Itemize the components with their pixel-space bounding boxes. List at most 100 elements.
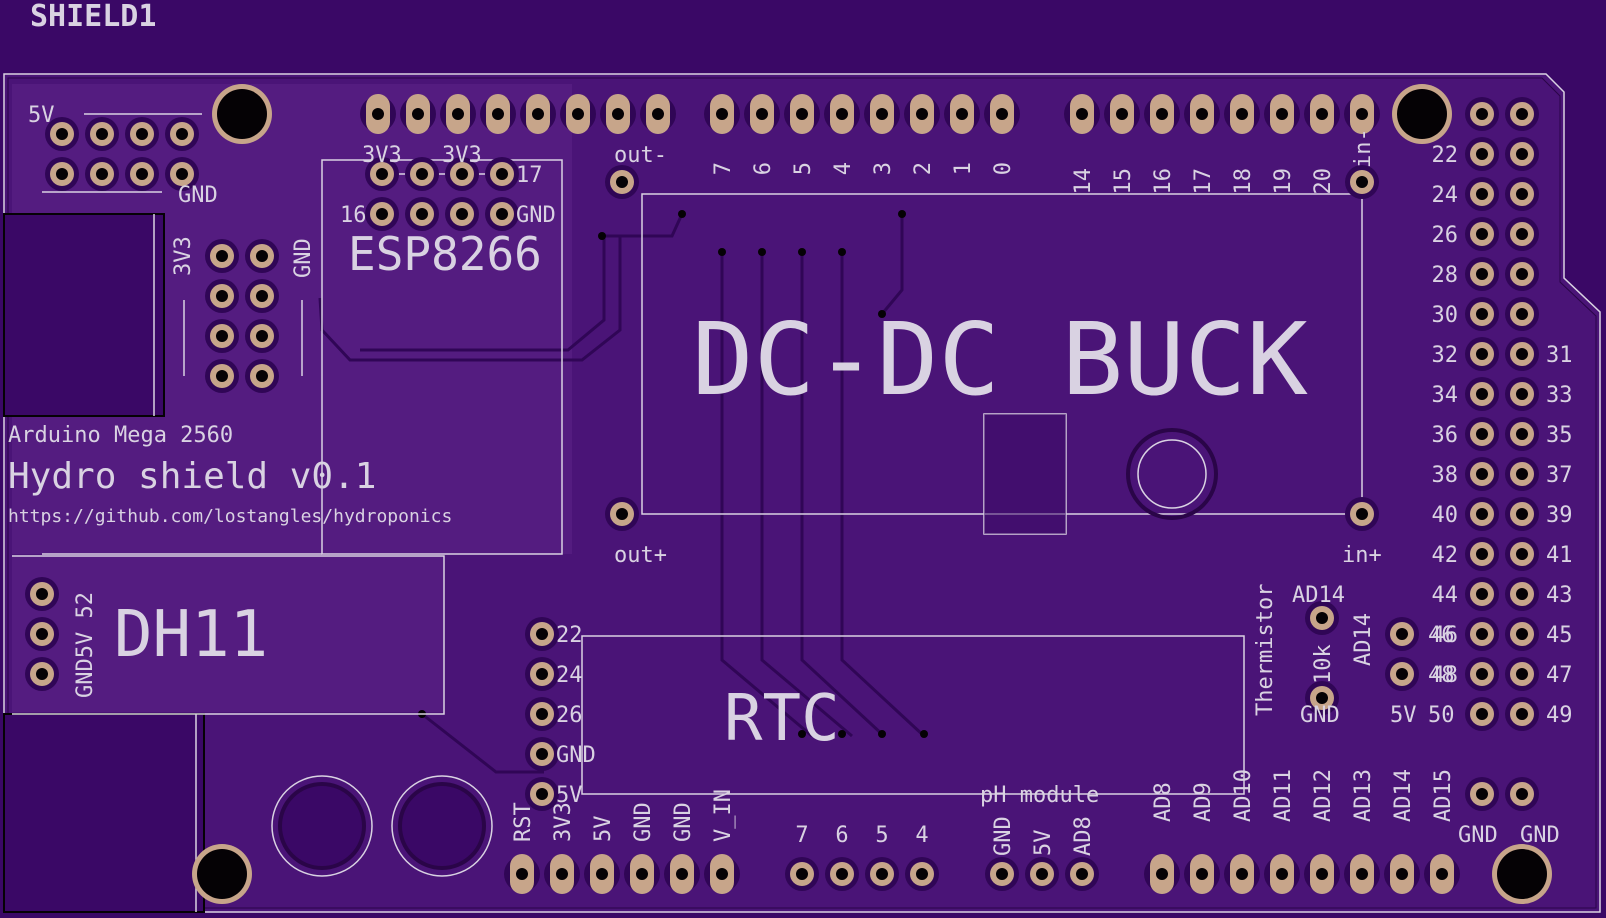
analog-pin-pad-AD15 (1424, 854, 1460, 894)
dht-pad-1 (25, 617, 59, 651)
mega-pin-label-37: 37 (1546, 463, 1573, 488)
rtc-pin-label-22: 22 (556, 623, 583, 648)
mega-header-pad-right-8 (1505, 417, 1539, 451)
mega-header-pad-left-0 (1465, 97, 1499, 131)
mega-header-pad-right-7 (1505, 377, 1539, 411)
mega-header-pad-right-5 (1505, 297, 1539, 331)
analog-pin-pad-AD10 (1224, 854, 1260, 894)
top-header-a-pad-2 (440, 94, 476, 134)
power-header-5v-label: 5V (28, 103, 55, 128)
mega-header-pad-left-3 (1465, 217, 1499, 251)
mega-header-pad-right-13 (1505, 617, 1539, 651)
analog-pin-label-AD15: AD15 (1431, 769, 1456, 822)
buck-inductor-body (984, 414, 1066, 534)
digital-pin-label-5: 5 (791, 162, 816, 175)
top-header-a-pad-6 (600, 94, 636, 134)
mega-header-pad-right-16 (1505, 777, 1539, 811)
power-pin-label-0: RST (511, 802, 536, 842)
comm-pin-pad-17 (1184, 94, 1220, 134)
shield-label: Hydro shield v0.1 (8, 456, 376, 497)
esp-pin-17: 17 (516, 163, 543, 188)
esp-side-pad-left-1 (205, 279, 239, 313)
comm-pin-pad-14 (1064, 94, 1100, 134)
esp-pad-top-0 (365, 157, 399, 191)
mega-header-pad-left-10 (1465, 497, 1499, 531)
buck-potentiometer-body (1126, 428, 1218, 520)
esp-side-pad-right-3 (245, 359, 279, 393)
aux-pin-48-label: 48 (1428, 663, 1455, 688)
dht-pad-2 (25, 657, 59, 691)
bottom-digital-label-5: 5 (875, 823, 888, 848)
comm-pin-pad-15 (1104, 94, 1140, 134)
digital-pin-pad-5 (784, 94, 820, 134)
comm-pin-pad-19 (1264, 94, 1300, 134)
comm-pin-pad-20 (1304, 94, 1340, 134)
mega-header-pad-left-14 (1465, 657, 1499, 691)
comm-pin-label-14: 14 (1071, 168, 1096, 195)
digital-pin-pad-3 (864, 94, 900, 134)
analog-pin-label-AD12: AD12 (1311, 769, 1336, 822)
esp-side-gnd: GND (291, 238, 316, 278)
analog-pin-pad-AD14 (1384, 854, 1420, 894)
mega-header-pad-left-5 (1465, 297, 1499, 331)
buck-out-minus-pad (605, 165, 639, 199)
bottom-digital-pad-7 (785, 857, 819, 891)
aux-pad-48 (1385, 657, 1419, 691)
digital-pin-label-1: 1 (951, 162, 976, 175)
esp-pad-top-1 (405, 157, 439, 191)
esp-pin-16: 16 (340, 203, 367, 228)
rtc-pad-26 (525, 697, 559, 731)
power-pin-label-3: GND (631, 802, 656, 842)
esp-pin-3v3-b: 3V3 (442, 143, 482, 168)
ph-title: pH module (980, 783, 1099, 808)
top-header-a-pad-3 (480, 94, 516, 134)
trace-vias (418, 210, 928, 738)
mega-header-pad-left-8 (1465, 417, 1499, 451)
esp-pad-bottom-1 (405, 197, 439, 231)
analog-pin-label-AD14: AD14 (1391, 769, 1416, 822)
mega-header-pad-right-9 (1505, 457, 1539, 491)
power-header-pad-bottom-0 (45, 157, 79, 191)
digital-pin-label-6: 6 (751, 162, 776, 175)
comm-pin-label-17: 17 (1191, 168, 1216, 195)
esp-side-pad-left-2 (205, 319, 239, 353)
comm-pin-label-15: 15 (1111, 168, 1136, 195)
rtc-pin-label-5V: 5V (556, 783, 583, 808)
rtc-pin-label-26: 26 (556, 703, 583, 728)
esp-pad-top-2 (445, 157, 479, 191)
rtc-pin-label-GND: GND (556, 743, 596, 768)
board-title: SHIELD1 (30, 0, 156, 34)
mega-pin-label-42: 42 (1432, 543, 1459, 568)
power-header-pad-bottom-2 (125, 157, 159, 191)
esp-side-pad-left-3 (205, 359, 239, 393)
mega-header-pad-right-10 (1505, 497, 1539, 531)
rtc-pad-24 (525, 657, 559, 691)
mega-header-pad-right-2 (1505, 177, 1539, 211)
aux-pin-46-label: 46 (1428, 623, 1455, 648)
power-header-pad-bottom-3 (165, 157, 199, 191)
top-header-a-pad-7 (640, 94, 676, 134)
aux-pin-5v-label: 5V (1390, 703, 1417, 728)
mega-header-pad-left-6 (1465, 337, 1499, 371)
digital-pin-pad-7 (704, 94, 740, 134)
power-header-gnd-label: GND (178, 183, 218, 208)
digital-pin-pad-2 (904, 94, 940, 134)
power-header-pad-top-3 (165, 117, 199, 151)
mega-pin-label-44: 44 (1432, 583, 1459, 608)
power-pin-label-5: V_IN (711, 789, 736, 842)
power-pin-pad-1 (544, 854, 580, 894)
power-cap-2 (398, 782, 486, 870)
mega-pin-label-33: 33 (1546, 383, 1573, 408)
buck-out-plus: out+ (614, 543, 667, 568)
buck-out-plus-pad (605, 497, 639, 531)
mega-pin-label-38: 38 (1432, 463, 1459, 488)
esp-pin-3v3-a: 3V3 (362, 143, 402, 168)
comm-pin-pad-18 (1224, 94, 1260, 134)
rtc-pin-label-24: 24 (556, 663, 583, 688)
mega-header-pad-left-1 (1465, 137, 1499, 171)
power-jack-cutout (3, 713, 205, 913)
rtc-pad-5V (525, 777, 559, 811)
bottom-digital-pad-4 (905, 857, 939, 891)
mega-header-pad-right-11 (1505, 537, 1539, 571)
copper-zone-dht (12, 556, 444, 712)
